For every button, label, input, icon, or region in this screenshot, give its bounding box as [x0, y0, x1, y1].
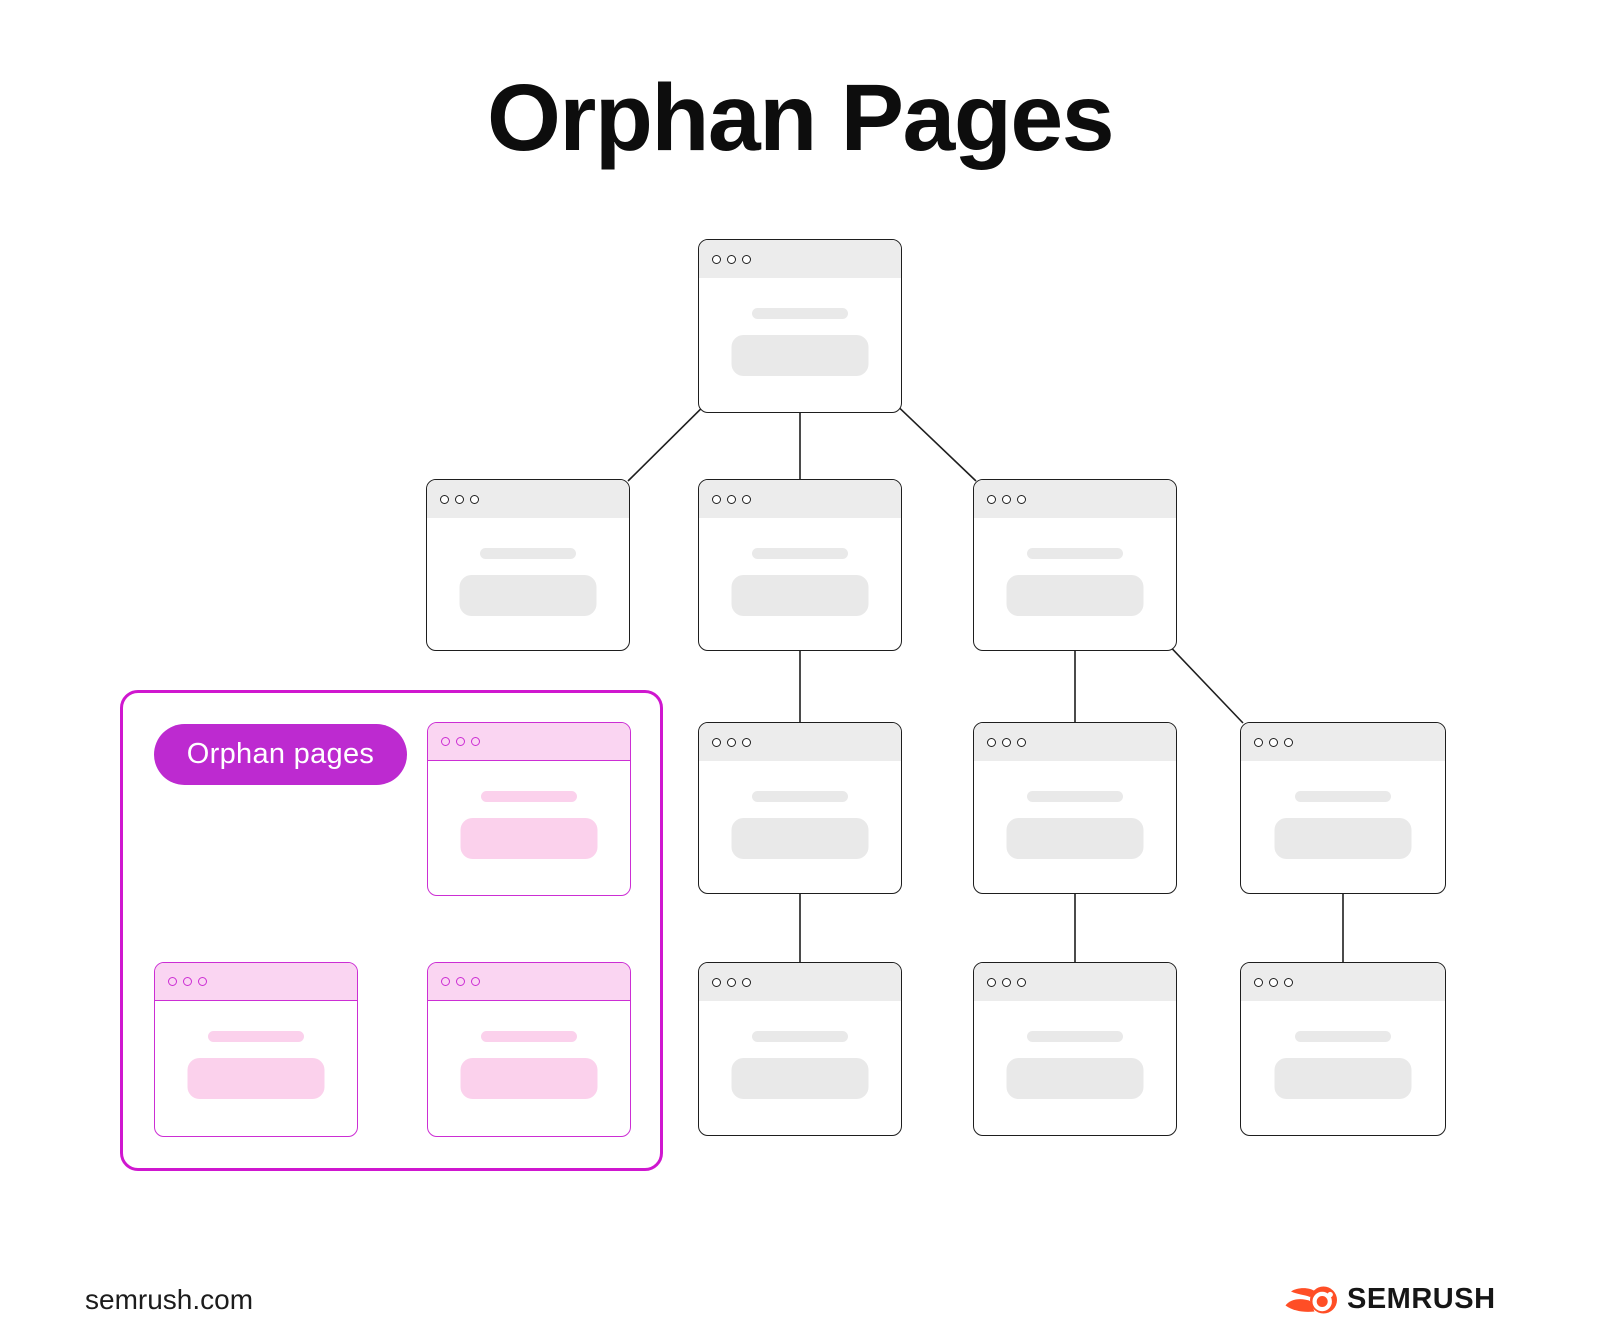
placeholder-content-block: [731, 335, 869, 376]
window-dot-icon: [471, 737, 480, 746]
window-titlebar: [428, 963, 630, 1001]
browser-window-card-home: [698, 239, 902, 413]
browser-window-card-orphan-1: [427, 722, 631, 896]
placeholder-content-block: [1006, 818, 1144, 859]
window-dot-icon: [742, 977, 751, 987]
window-titlebar: [699, 963, 901, 1001]
window-dot-icon: [712, 737, 721, 747]
window-titlebar: [428, 723, 630, 761]
semrush-logo: SEMRUSH: [1285, 1283, 1496, 1316]
window-dot-icon: [1017, 977, 1026, 987]
window-dot-icon: [1269, 737, 1278, 747]
placeholder-text-line: [752, 791, 848, 802]
window-dot-icon: [712, 254, 721, 264]
window-dot-icon: [1002, 737, 1011, 747]
page-title: Orphan Pages: [486, 65, 1115, 171]
browser-window-card-l2-right: [973, 479, 1177, 651]
window-dot-icon: [1254, 737, 1263, 747]
semrush-wordmark: SEMRUSH: [1347, 1283, 1496, 1315]
window-dot-icon: [727, 254, 736, 264]
browser-window-card-l3-far: [1240, 722, 1446, 894]
placeholder-content-block: [460, 1058, 598, 1099]
window-dot-icon: [455, 494, 464, 504]
window-titlebar: [427, 480, 629, 518]
window-dot-icon: [727, 494, 736, 504]
placeholder-text-line: [1295, 1031, 1391, 1042]
placeholder-content-block: [460, 818, 598, 859]
placeholder-text-line: [208, 1031, 304, 1042]
window-titlebar: [699, 723, 901, 761]
placeholder-content-block: [1006, 575, 1144, 616]
window-dot-icon: [198, 977, 207, 986]
window-dot-icon: [183, 977, 192, 986]
placeholder-text-line: [752, 1031, 848, 1042]
window-dot-icon: [712, 977, 721, 987]
window-dot-icon: [1002, 494, 1011, 504]
window-dot-icon: [742, 494, 751, 504]
placeholder-text-line: [481, 1031, 577, 1042]
footer-site-url: semrush.com: [85, 1284, 254, 1315]
window-dot-icon: [440, 494, 449, 504]
window-titlebar: [699, 480, 901, 518]
placeholder-text-line: [752, 308, 848, 319]
window-dot-icon: [742, 737, 751, 747]
window-titlebar: [155, 963, 357, 1001]
browser-window-card-orphan-2: [154, 962, 358, 1137]
window-dot-icon: [1017, 737, 1026, 747]
window-dot-icon: [470, 494, 479, 504]
placeholder-text-line: [752, 548, 848, 559]
window-dot-icon: [441, 737, 450, 746]
orphan-pages-group-outline: [120, 690, 663, 1171]
placeholder-content-block: [1006, 1058, 1144, 1099]
window-dot-icon: [1269, 977, 1278, 987]
browser-window-card-l4-mid: [698, 962, 902, 1136]
window-dot-icon: [987, 977, 996, 987]
browser-window-card-l4-far: [1240, 962, 1446, 1136]
window-titlebar: [974, 723, 1176, 761]
window-dot-icon: [471, 977, 480, 986]
window-titlebar: [1241, 963, 1445, 1001]
window-dot-icon: [727, 737, 736, 747]
orphan-pages-badge: Orphan pages: [154, 724, 407, 785]
semrush-flame-icon: [1285, 1286, 1337, 1313]
window-dot-icon: [168, 977, 177, 986]
browser-window-card-l3-right: [973, 722, 1177, 894]
placeholder-content-block: [1274, 1058, 1412, 1099]
window-dot-icon: [727, 977, 736, 987]
window-dot-icon: [987, 494, 996, 504]
placeholder-text-line: [1027, 791, 1123, 802]
browser-window-card-l3-mid: [698, 722, 902, 894]
browser-window-card-l4-right: [973, 962, 1177, 1136]
window-dot-icon: [1254, 977, 1263, 987]
window-dot-icon: [456, 977, 465, 986]
window-dot-icon: [1002, 977, 1011, 987]
window-dot-icon: [712, 494, 721, 504]
window-dot-icon: [1284, 737, 1293, 747]
window-titlebar: [974, 963, 1176, 1001]
placeholder-content-block: [187, 1058, 325, 1099]
placeholder-content-block: [731, 575, 869, 616]
window-titlebar: [1241, 723, 1445, 761]
window-dot-icon: [987, 737, 996, 747]
placeholder-text-line: [1027, 548, 1123, 559]
placeholder-text-line: [481, 791, 577, 802]
browser-window-card-orphan-3: [427, 962, 631, 1137]
placeholder-content-block: [731, 818, 869, 859]
placeholder-content-block: [1274, 818, 1412, 859]
window-dot-icon: [1284, 977, 1293, 987]
browser-window-card-l2-left: [426, 479, 630, 651]
placeholder-text-line: [480, 548, 576, 559]
window-dot-icon: [456, 737, 465, 746]
placeholder-text-line: [1027, 1031, 1123, 1042]
placeholder-content-block: [731, 1058, 869, 1099]
window-titlebar: [974, 480, 1176, 518]
window-dot-icon: [441, 977, 450, 986]
window-dot-icon: [1017, 494, 1026, 504]
placeholder-text-line: [1295, 791, 1391, 802]
browser-window-card-l2-mid: [698, 479, 902, 651]
window-dot-icon: [742, 254, 751, 264]
window-titlebar: [699, 240, 901, 278]
placeholder-content-block: [459, 575, 597, 616]
